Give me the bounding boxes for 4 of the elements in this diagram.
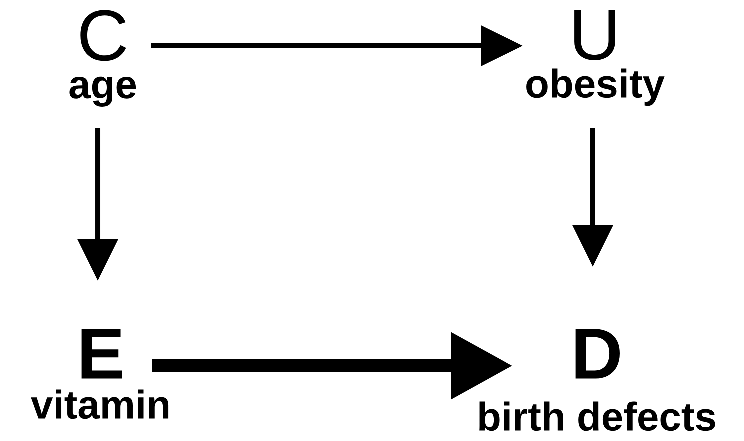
variable-label: D birth defects [480,329,716,432]
variable-label: U obesity [526,10,665,106]
variable-label: E vitamin [31,329,169,420]
variable-label: C age [70,10,136,107]
